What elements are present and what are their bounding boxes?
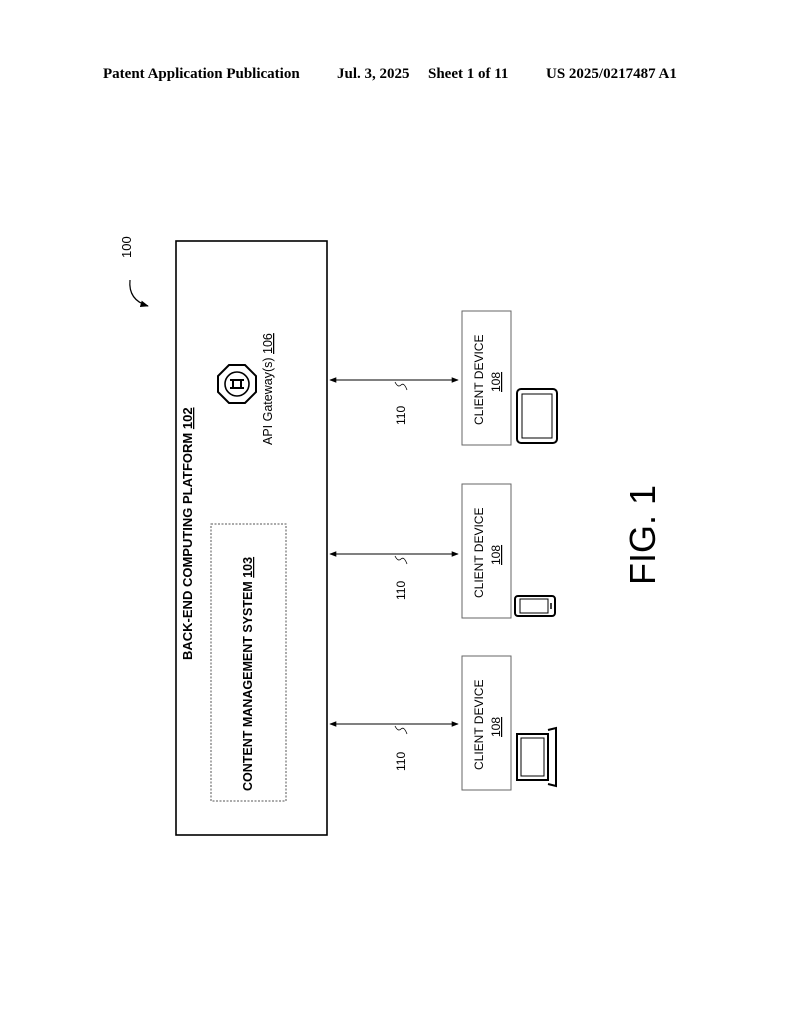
- connection-leader: [394, 381, 408, 391]
- system-ref-label: 100: [119, 236, 134, 258]
- platform-title: BACK-END COMPUTING PLATFORM 102: [180, 407, 195, 660]
- publication-date: Jul. 3, 2025: [337, 66, 410, 82]
- client-device-box: [461, 655, 512, 791]
- api-gateway-label: API Gateway(s) 106: [261, 333, 275, 445]
- client-device-label: CLIENT DEVICE: [472, 335, 486, 425]
- publication-title: Patent Application Publication: [103, 66, 300, 82]
- connection-ref-label: 110: [394, 406, 408, 425]
- client-device-label: CLIENT DEVICE: [472, 508, 486, 598]
- publication-number: US 2025/0217487 A1: [546, 66, 677, 82]
- tablet-icon: [516, 388, 558, 444]
- api-gateway-octagon-icon: [217, 364, 257, 404]
- sheet-number: Sheet 1 of 11: [428, 66, 509, 82]
- page-header: Patent Application Publication Jul. 3, 2…: [0, 66, 794, 90]
- connection-leader: [394, 555, 408, 565]
- laptop-icon: [516, 726, 557, 788]
- client-device-ref: 108: [489, 717, 503, 737]
- connection-leader: [394, 725, 408, 735]
- client-device-ref: 108: [489, 372, 503, 392]
- system-ref-arrow: [129, 279, 149, 308]
- client-device-label: CLIENT DEVICE: [472, 680, 486, 770]
- content-management-system-box: [210, 523, 287, 802]
- client-device-box: [461, 310, 512, 446]
- back-end-platform-box: [175, 240, 328, 836]
- figure-caption: FIG. 1: [622, 485, 663, 585]
- client-device-box: [461, 483, 512, 619]
- client-device-ref: 108: [489, 545, 503, 565]
- smartphone-icon: [514, 595, 556, 617]
- connection-ref-label: 110: [394, 581, 408, 600]
- connection-ref-label: 110: [394, 752, 408, 771]
- cms-title: CONTENT MANAGEMENT SYSTEM 103: [241, 557, 255, 791]
